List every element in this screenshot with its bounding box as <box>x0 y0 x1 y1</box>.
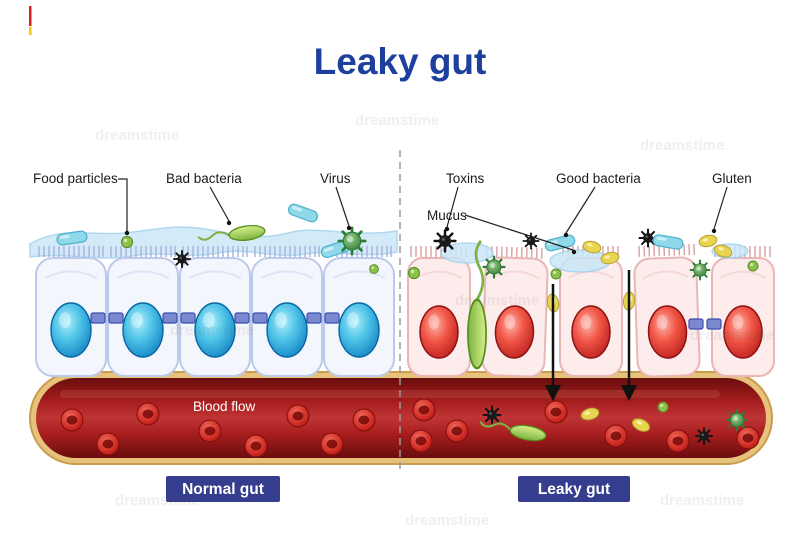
virus-label: Virus <box>320 171 351 186</box>
corner-mark <box>29 6 32 35</box>
blood-flow-label: Blood flow <box>193 399 256 414</box>
red-blood-cell <box>544 400 568 424</box>
watermark-text: dreamstime <box>355 112 439 129</box>
leaky-cell <box>559 257 623 377</box>
red-blood-cell <box>96 432 120 456</box>
watermark-text: dreamstime <box>640 137 724 154</box>
red-blood-cell <box>286 404 310 428</box>
leaky-cell <box>711 257 775 377</box>
food-particles-label: Food particles <box>33 171 118 186</box>
callout-labels: Food particles Bad bacteria Virus Toxins… <box>33 171 752 255</box>
capsule-icon <box>286 202 320 224</box>
gluten-label: Gluten <box>712 171 752 186</box>
toxins-label: Toxins <box>446 171 485 186</box>
food-particle-icon <box>120 235 134 249</box>
red-blood-cell <box>352 408 376 432</box>
red-blood-cell <box>198 419 222 443</box>
epithelial-cells-leaky <box>407 255 775 379</box>
green-particle-icon <box>369 264 379 274</box>
bad-bacteria-label: Bad bacteria <box>166 171 242 186</box>
red-blood-cell <box>666 429 690 453</box>
capsule-icon <box>651 233 685 251</box>
caption-normal-text: Normal gut <box>182 481 264 498</box>
caption-normal-gut: Normal gut <box>166 476 280 502</box>
green-particle-icon <box>407 266 421 280</box>
good-bacteria-label: Good bacteria <box>556 171 641 186</box>
watermark-text: dreamstime <box>95 127 179 144</box>
red-blood-cell <box>244 434 268 458</box>
red-blood-cell <box>409 429 433 453</box>
red-blood-cell <box>604 424 628 448</box>
caption-leaky-text: Leaky gut <box>538 481 610 498</box>
watermark-text: dreamstime <box>115 492 199 509</box>
epithelial-cells-normal <box>35 257 395 377</box>
watermark-text: dreamstime <box>690 327 774 344</box>
red-blood-cell <box>60 408 84 432</box>
watermark-text: dreamstime <box>170 322 254 339</box>
toxin-icon <box>482 405 502 425</box>
toxin-icon <box>172 249 192 269</box>
red-blood-cell <box>412 398 436 422</box>
page-title: Leaky gut <box>314 41 487 82</box>
virus-icon <box>689 259 711 281</box>
toxin-icon <box>694 426 714 446</box>
caption-leaky-gut: Leaky gut <box>518 476 630 502</box>
green-particle-icon <box>657 401 669 413</box>
red-blood-cell <box>136 402 160 426</box>
red-blood-cell <box>320 432 344 456</box>
watermark-text: dreamstime <box>660 492 744 509</box>
red-blood-cell <box>445 419 469 443</box>
leaky-cell <box>632 255 702 379</box>
red-blood-cell <box>736 426 760 450</box>
virus-icon <box>725 408 749 432</box>
toxin-icon <box>433 229 457 253</box>
green-particle-icon <box>550 268 562 280</box>
watermark-text: dreamstime <box>405 512 489 529</box>
watermark-text: dreamstime <box>455 292 539 309</box>
virus-icon <box>337 226 367 256</box>
watermark-layer: dreamstime dreamstime dreamstime dreamst… <box>95 112 774 529</box>
mucus-label: Mucus <box>427 208 467 223</box>
green-particle-icon <box>747 260 759 272</box>
leaky-cell <box>480 255 550 379</box>
toxin-icon <box>522 232 540 250</box>
leak-arrows <box>544 270 638 402</box>
virus-icon <box>482 255 506 279</box>
mucus-patches-leaky <box>440 242 749 273</box>
